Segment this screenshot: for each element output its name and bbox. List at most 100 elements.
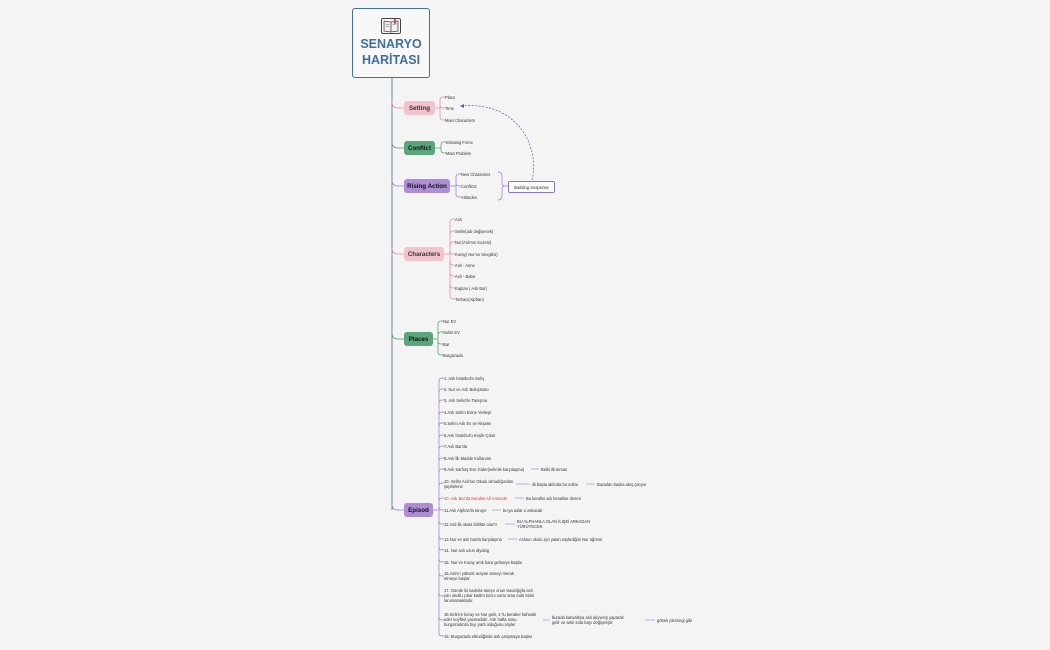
setting-item-main-characters[interactable]: Main Characters [445, 118, 476, 123]
character-item[interactable]: Aslı [455, 217, 462, 222]
conflict-connector [391, 141, 404, 149]
episod-leaf-connector [438, 535, 444, 540]
episode-note[interactable]: göbek plerzingi gibi [657, 618, 693, 623]
place-item[interactable]: Burgazada [443, 353, 463, 358]
character-item[interactable]: Nur(Aslı'nın Kuzeni) [455, 240, 492, 245]
branch-places[interactable]: Places [404, 332, 433, 346]
rising-summary-bracket [497, 171, 506, 201]
episod-connector [391, 503, 404, 511]
conflict-item-main-problem[interactable]: Main Problem [446, 151, 472, 156]
episode-note[interactable]: Bu kendini adı hesaline deneti [526, 496, 581, 501]
place-item[interactable]: Selim EV [443, 330, 460, 335]
rising-item-conflicts[interactable]: Conflicts [461, 184, 477, 189]
episode-item[interactable]: 2. Nur ve Aslı Buluşması [444, 387, 489, 392]
episode-item[interactable]: 6.Aslı İstanbul'u Keşfe Çıkar [444, 433, 496, 438]
rising-item-new-characters[interactable]: New Characters [461, 172, 491, 177]
conflict-leaf-connector [440, 141, 446, 146]
character-item[interactable]: Koray( Nur'un Sevgilisi) [455, 252, 498, 257]
character-item[interactable]: Aslı - Anne [455, 263, 475, 268]
episod-leaf-connector [438, 377, 444, 382]
episode-note[interactable]: burada kahvaltıya aslı alıyveriş yaparak… [552, 615, 624, 625]
characters-leaf-connector [449, 295, 455, 300]
relationship-curve [459, 105, 535, 181]
episode-item[interactable]: 5.Selim Aslı Ev ve Akşamı [444, 421, 492, 426]
episode-item[interactable]: 17. Günde iki kadınla tanışır onun tanıd… [444, 588, 535, 603]
root-node[interactable]: SENARYO HARİTASI [352, 8, 430, 78]
episod-leaf-connector [438, 506, 444, 511]
episode-note[interactable]: Aslının okulu için yalan söylediğini Nur… [519, 537, 603, 542]
characters-leaf-connector [449, 250, 455, 255]
episod-leaf-connector [438, 616, 444, 621]
episode-item[interactable]: 15. Nur ve Koray artık bara gelmeye başl… [444, 560, 523, 565]
setting-item-place[interactable]: Place [445, 95, 456, 100]
episode-item[interactable]: 12.Aslı ilk okula birlikte olur!!! [444, 522, 497, 527]
setting-leaf-connector [439, 96, 445, 101]
episode-item[interactable]: 8.Aslı İlk Madde Kullanımı [444, 456, 492, 461]
episode-item[interactable]: 1. Aslı İstanbul'a Geliş [444, 376, 485, 381]
rising-leaf-connector [455, 193, 461, 198]
episode-item-highlighted[interactable]: 10. Aslı Bar'da Kendini Aê Arasede [444, 496, 508, 501]
episode-item[interactable]: 9.Aslı Sarhoş Eve Gider(selimle karşılaş… [444, 467, 525, 472]
characters-leaf-connector [449, 230, 455, 235]
episode-item[interactable]: 10. Selim Aslı'nın Okulu olmadığından şü… [444, 479, 514, 489]
characters-leaf-connector [449, 272, 455, 277]
characters-leaf-connector [449, 241, 455, 246]
rising-leaf-connector [455, 173, 461, 178]
branch-characters[interactable]: Characters [404, 247, 444, 261]
episode-note[interactable]: bu'ya aslar o askacak [503, 508, 543, 513]
places-leaf-connector [437, 320, 443, 325]
places-leaf-connector [437, 340, 443, 345]
episode-item[interactable]: 4.Aslı Selim Evine Yerleşir [444, 410, 492, 415]
branch-conflict[interactable]: Conflict [404, 141, 435, 155]
rising-connector [391, 179, 404, 187]
episod-leaf-connector [438, 632, 444, 637]
branch-episod[interactable]: Episod [404, 503, 433, 517]
episod-leaf-connector [438, 388, 444, 393]
places-leaf-connector [437, 331, 443, 336]
episode-item[interactable]: 14. Nur aslı uzun diyalog [444, 548, 490, 553]
conflict-leaf-connector [440, 149, 446, 154]
episode-item[interactable]: 19. Burgazada ettindiğinde aslı çalışmay… [444, 634, 533, 639]
episod-leaf-connector [438, 497, 444, 502]
setting-leaf-connector [439, 116, 445, 121]
episode-note[interactable]: Belki ilk temas [541, 467, 568, 472]
setting-item-time[interactable]: Time [445, 106, 454, 111]
episod-leaf-connector [438, 592, 444, 597]
episode-item[interactable]: 18.Selim'e koray ve Nur gelir, 4 'lu ber… [444, 612, 537, 627]
places-connector [391, 332, 404, 340]
episod-leaf-connector [438, 434, 444, 439]
episode-item[interactable]: 3. Aslı Selim'le Tanışma [444, 398, 488, 403]
episode-item[interactable]: 11.Aslı Alphan'la tanışır [444, 508, 487, 513]
rising-item-attitudes[interactable]: Attitudes [461, 195, 477, 200]
character-item[interactable]: Selim(adı değişecek) [455, 229, 494, 234]
episode-note[interactable]: ilk başta aklında bu soktu [532, 482, 578, 487]
rising-leaf-connector [455, 182, 461, 187]
episode-note[interactable]: Buradan başka akış çıkıyor [597, 482, 647, 487]
episod-leaf-connector [438, 520, 444, 525]
summary-building-suspense[interactable]: Building Suspense [508, 181, 555, 193]
episode-item[interactable]: 7.Aslı Bar'da [444, 444, 468, 449]
episod-leaf-connector [438, 468, 444, 473]
episode-item[interactable]: 13.Nur ve aslı barda karşılaşma [444, 537, 502, 542]
character-item[interactable]: Aslı - Baba [455, 274, 476, 279]
branch-rising-action[interactable]: Rising Action [404, 179, 450, 193]
places-leaf-connector [437, 351, 443, 356]
branch-setting[interactable]: Setting [404, 101, 435, 115]
root-title-line2: HARİTASI [361, 53, 421, 67]
characters-leaf-connector [449, 218, 455, 223]
relationship-arrowhead [460, 104, 464, 108]
place-item[interactable]: Bar [443, 342, 450, 347]
character-item[interactable]: Kaptan ( Aslı Bar) [455, 286, 488, 291]
episod-leaf-connector [438, 546, 444, 551]
conflict-item-initiating-force[interactable]: Initiating Force [446, 140, 473, 145]
place-item[interactable]: Nur EV [443, 319, 457, 324]
character-item[interactable]: Torbacı(Alphan) [455, 297, 484, 302]
episode-item[interactable]: 16.Aslı'ın yüksek arayan anneyi merak et… [444, 571, 514, 581]
episod-leaf-connector [438, 422, 444, 427]
characters-leaf-connector [449, 284, 455, 289]
characters-connector [391, 247, 404, 255]
episode-note[interactable]: BU ALPHANLA OLAN İLİŞKİ ARKADAN YÜRÜYECE… [517, 519, 591, 529]
characters-leaf-connector [449, 261, 455, 266]
setting-leaf-connector [439, 104, 445, 109]
